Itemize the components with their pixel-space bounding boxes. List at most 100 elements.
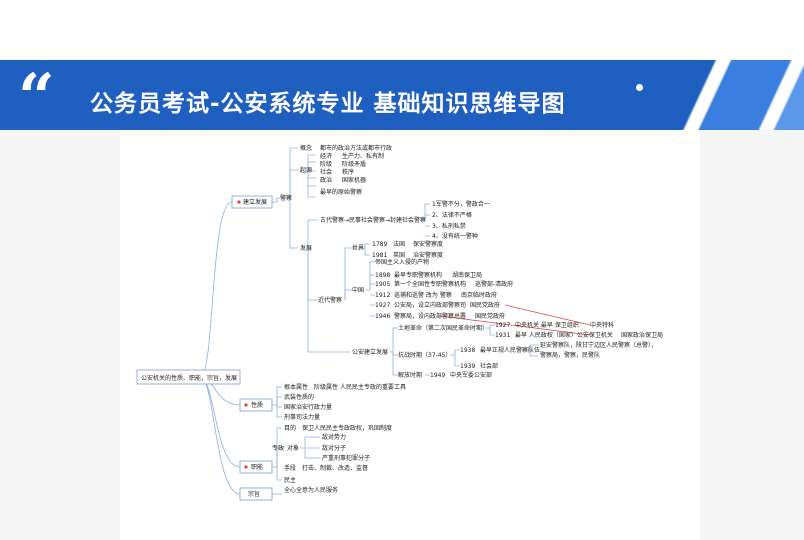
land-revolution-label: 土地革命（第二次国民革命时期）: [398, 324, 488, 332]
modern-label: 近代警察: [318, 296, 342, 304]
nature-label: 性质: [251, 401, 263, 409]
world-year-0: 1789: [372, 241, 387, 248]
china-b-3: 国民党政府: [470, 301, 500, 309]
origin-v1: 阶级矛盾: [342, 160, 366, 168]
nature-v0: 阶级属性: [314, 383, 338, 391]
purpose-text: 全心全意为人民服务: [284, 486, 338, 494]
growth-label: 发展: [300, 244, 312, 252]
aj-b-1: 警察局，警察，民警队: [540, 351, 600, 359]
ancient-item-3: 3、私刑私禁: [432, 222, 466, 230]
china-year-3: 1927: [375, 302, 390, 309]
ps-label: 公安建立发展: [352, 348, 388, 356]
origin-k0: 经济: [320, 152, 332, 160]
nature-k3: 刑事司法力量: [284, 413, 320, 421]
aj-b-0: 延安警察队，陕甘宁边区人民警察（总警），: [540, 341, 657, 349]
functions-label: 职能: [251, 463, 263, 471]
china-text-4: 警察局，设内政部警察总署: [394, 312, 466, 320]
aj-year-0: 1938: [460, 347, 475, 354]
bullet-icon: [244, 465, 248, 469]
purpose-label: 宗旨: [248, 490, 260, 498]
lr-text-0: 中央机关 最早 保卫组织: [515, 321, 579, 329]
func-purpose-k: 目的: [284, 424, 296, 432]
func-means-k: 手段: [284, 464, 296, 472]
origin-k3: 政治: [320, 176, 332, 184]
title-banner: [0, 60, 804, 130]
liberation-year: 1949: [430, 372, 445, 379]
china-b-4: 国民党政府: [475, 312, 505, 320]
func-dictatorship: 专政: [272, 444, 284, 452]
china-year-1: 1905: [375, 281, 390, 288]
world-b-0: 保安警察度: [413, 240, 443, 248]
origin-k1: 阶级: [320, 160, 332, 168]
origin-v3: 国家机器: [342, 176, 366, 184]
liberation-label: 解放时期: [398, 371, 422, 379]
nature-k2: 国家治安行政力量: [284, 403, 332, 411]
highlight-links: [439, 304, 591, 336]
lr-b-1: 国家政治保卫局: [621, 331, 663, 339]
origin-k2: 社会: [320, 168, 332, 176]
anti-japanese-label: 抗战时期（37-45）: [398, 351, 451, 359]
branch-nature: 性质 根本属性 阶级属性 人民民主专政的重要工具 武装性质的 国家治安行政力量 …: [239, 383, 406, 421]
china-year-4: 1946: [375, 313, 390, 320]
func-target-1: 敌对分子: [322, 444, 346, 452]
world-year-1: 1981: [372, 252, 387, 259]
bullet-icon: [237, 200, 241, 204]
nature-w0: 人民民主专政的重要工具: [340, 383, 406, 391]
china-year-2: 1912: [375, 292, 390, 299]
liberation-text: 中央军委公安部: [450, 371, 492, 379]
root-label: 公安机关的性质、职能，宗旨，发展: [141, 374, 237, 382]
origin-note: 最早的原始警察: [320, 188, 362, 196]
aj-year-2: 1939: [460, 363, 475, 370]
func-target-2: 严重刑事犯罪分子: [322, 454, 370, 462]
china-b-0: 湖南保卫局: [452, 271, 482, 279]
china-text-2: 巡捕和巡警 改为 警察: [394, 291, 452, 299]
func-means-v: 打击、制裁、改造、监督: [302, 464, 368, 472]
aj-text-0: 最早正规人民警察队伍: [480, 346, 540, 354]
branch-purpose: 宗旨 全心全意为人民服务: [239, 486, 338, 501]
china-label: 中国: [352, 286, 364, 294]
banner-decoration: [644, 60, 804, 130]
world-label: 世界: [352, 244, 364, 252]
china-b-1: 巡警部-清政府: [475, 280, 513, 288]
ancient-item-4: 4、没有统一警种: [432, 232, 478, 240]
china-text-0: 最早专职警察机构: [394, 271, 442, 279]
top-whitespace: [0, 0, 804, 60]
aj-text-2: 社会部: [480, 362, 498, 370]
nature-k0: 根本属性: [284, 383, 308, 391]
lr-b-0: 中央特科: [590, 321, 614, 329]
lr-year-1: 1931: [495, 332, 510, 339]
origin-label: 起源: [300, 166, 312, 174]
concept-text: 都市的政治方法或都市行政: [320, 144, 392, 152]
func-object: 对象: [287, 444, 299, 452]
world-a-0: 法国: [393, 240, 405, 248]
development-label: 建立发展: [243, 198, 267, 206]
origin-v2: 秩序: [342, 168, 354, 176]
func-purpose-v: 保卫人民民主专政政权，巩固制度: [302, 424, 392, 432]
lr-text-1: 最早 人民政权（国家）公安保卫机关: [515, 331, 613, 339]
nature-k1: 武装性质的: [284, 393, 314, 401]
side-margin-right: [700, 130, 804, 540]
quote-mark-icon: “: [18, 60, 55, 135]
func-target-0: 敌对势力: [322, 433, 346, 441]
china-year-0: 1898: [375, 272, 390, 279]
origin-v0: 生产力、私有制: [342, 152, 384, 160]
concept-label: 概念: [300, 144, 312, 152]
bullet-icon: [244, 403, 248, 407]
branch-functions: 职能 目的 保卫人民民主专政政权，巩固制度 专政 对象 敌对势力 敌对分子 严重…: [239, 424, 392, 484]
ancient-item-2: 2、法律不严格: [432, 211, 472, 219]
police-label: 警察: [280, 194, 292, 202]
side-margin-left: [0, 130, 120, 540]
china-head: 帝国主义入侵的产物: [375, 258, 429, 266]
ancient-text: 古代警察→民事社会警察→封建社会警察: [320, 216, 426, 224]
china-text-1: 第一个全国性专职警察机构: [394, 280, 466, 288]
lr-year-0: 1927: [495, 322, 510, 329]
china-text-3: 公安局，设立内政部警察司: [394, 301, 466, 309]
func-democracy: 民主: [284, 476, 296, 484]
world-b-1: 治安警察度: [413, 251, 443, 259]
ancient-item-1: 1军警不分，警政合一: [432, 200, 490, 208]
root-node: 公安机关的性质、职能，宗旨，发展: [136, 369, 241, 385]
china-b-2: 南京临时政府: [461, 291, 497, 299]
page-title: 公务员考试-公安系统专业 基础知识思维导图: [90, 91, 566, 117]
world-a-1: 英国: [393, 251, 405, 259]
